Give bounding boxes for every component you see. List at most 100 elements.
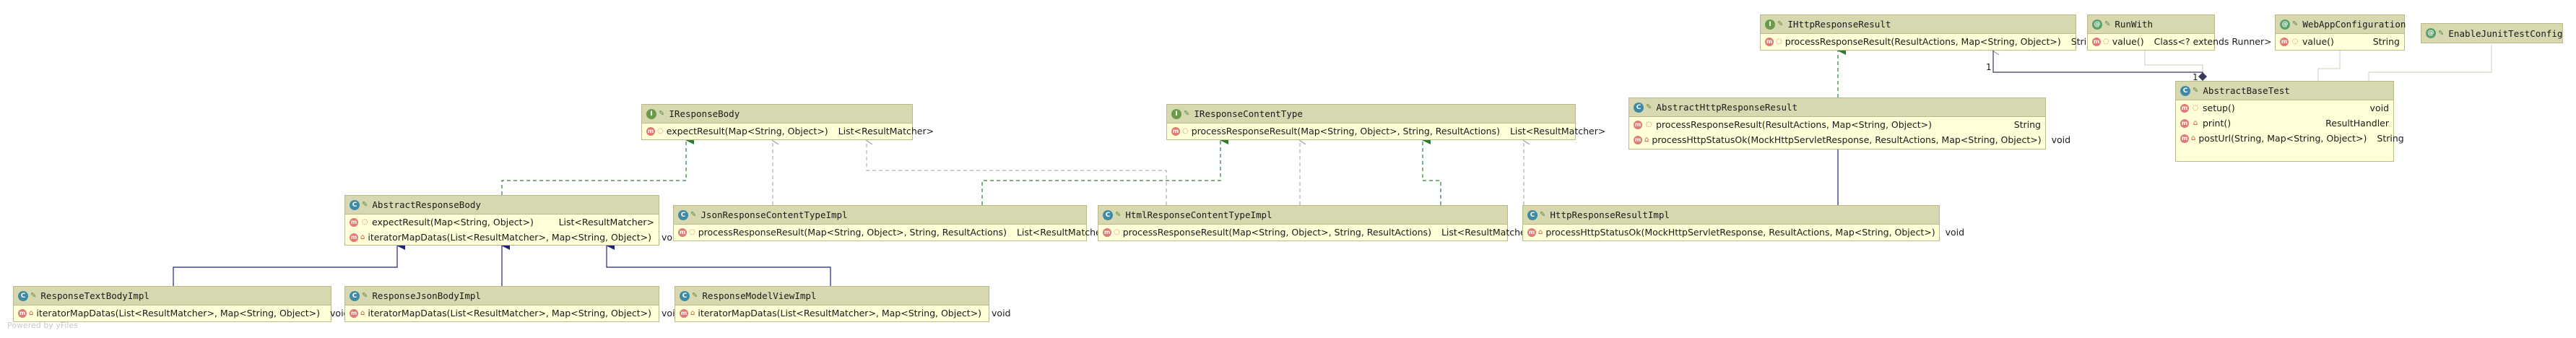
- method-return-type: void: [992, 308, 1011, 318]
- annotation-icon: @: [2280, 19, 2290, 30]
- method-row[interactable]: m◌ value() Class<? extends Runner>: [2088, 34, 2272, 49]
- class-jsonresponsecontenttypeimpl[interactable]: C ✎ JsonResponseContentTypeImpl m◌ proce…: [673, 205, 1112, 241]
- public-icon: ✎: [1540, 211, 1546, 219]
- annotation-webappconfiguration[interactable]: @ ✎ WebAppConfiguration m◌ value() Strin…: [2275, 14, 2406, 51]
- class-header: C ✎ ResponseModelViewImpl: [675, 287, 989, 306]
- method-signature: iteratorMapDatas(List<ResultMatcher>, Ma…: [368, 308, 652, 318]
- class-abstracthttpresponseresult[interactable]: C ✎ AbstractHttpResponseResult m◌ proces…: [1629, 98, 2070, 150]
- method-row[interactable]: m◌ processResponseResult(Map<String, Obj…: [674, 225, 1112, 240]
- class-title: IResponseBody: [669, 108, 740, 119]
- annotation-runwith[interactable]: @ ✎ RunWith m◌ value() Class<? extends R…: [2087, 14, 2272, 51]
- edge-absbase-depends-ihttp: [1993, 51, 2203, 81]
- class-responsetextbodyimpl[interactable]: C ✎ ResponseTextBodyImpl m⌂ iteratorMapD…: [13, 286, 349, 322]
- class-header: @ ✎ WebAppConfiguration: [2276, 15, 2406, 34]
- edge-absresp-implements-iresponsebody: [501, 136, 694, 195]
- method-icon: m: [1103, 228, 1111, 237]
- protected-method-icon: ⌂: [1644, 136, 1649, 144]
- class-responsemodelviewimpl[interactable]: C ✎ ResponseModelViewImpl m⌂ iteratorMap…: [675, 286, 1010, 322]
- abstract-icon: ◌: [1182, 127, 1189, 135]
- public-icon: ✎: [690, 211, 697, 219]
- class-ihttpresponseresult[interactable]: I ✎ IHttpResponseResult m◌ processRespon…: [1760, 14, 2098, 51]
- method-icon: m: [2180, 118, 2189, 128]
- method-row[interactable]: m◌ setup() void: [2176, 100, 2393, 116]
- method-row[interactable]: m◌ processResponseResult(Map<String, Obj…: [1167, 124, 1605, 139]
- method-row[interactable]: m◌ processResponseResult(ResultActions, …: [1761, 34, 2098, 49]
- class-header: C ✎ AbstractResponseBody: [345, 196, 659, 214]
- method-signature: expectResult(Map<String, Object>): [666, 126, 828, 136]
- method-return-type: String: [2377, 133, 2404, 144]
- edge-mvbody-extends-absresp: [606, 241, 831, 286]
- class-abstractresponsebody[interactable]: C ✎ AbstractResponseBody m◌ expectResult…: [344, 195, 680, 246]
- class-icon: C: [18, 290, 28, 301]
- class-httpresponseresultimpl[interactable]: C ✎ HttpResponseResultImpl m⌂ processHtt…: [1522, 205, 1964, 241]
- public-icon: ✎: [659, 110, 665, 118]
- method-icon: m: [1527, 228, 1536, 237]
- class-abstractbasetest[interactable]: C ✎ AbstractBaseTest m◌ setup() void m⌂ …: [2175, 81, 2404, 162]
- method-row[interactable]: m◌ expectResult(Map<String, Object>) Lis…: [345, 214, 659, 230]
- method-row[interactable]: m◌ expectResult(Map<String, Object>) Lis…: [642, 124, 934, 139]
- public-icon: ✎: [2292, 20, 2299, 28]
- method-signature: iteratorMapDatas(List<ResultMatcher>, Ma…: [368, 232, 652, 243]
- protected-method-icon: ⌂: [360, 309, 365, 317]
- method-row[interactable]: m⌂ iteratorMapDatas(List<ResultMatcher>,…: [345, 230, 680, 245]
- class-title: AbstractResponseBody: [372, 199, 481, 210]
- method-return-type: String: [2372, 36, 2400, 47]
- method-row[interactable]: m⌂ postUrl(String, Map<String, Object>) …: [2176, 131, 2404, 146]
- method-row[interactable]: m⌂ processHttpStatusOk(MockHttpServletRe…: [1629, 132, 2070, 147]
- public-icon: ✎: [1646, 103, 1652, 111]
- edge-htmlct-depends-iresponsebody: [867, 140, 1167, 205]
- method-signature: iteratorMapDatas(List<ResultMatcher>, Ma…: [36, 308, 321, 318]
- method-row[interactable]: m◌ processResponseResult(Map<String, Obj…: [1098, 225, 1537, 240]
- abstract-icon: ◌: [2103, 38, 2109, 46]
- method-return-type: String: [2013, 119, 2041, 130]
- method-return-type: List<ResultMatcher>: [1509, 126, 1606, 136]
- class-title: ResponseTextBodyImpl: [40, 290, 149, 301]
- public-method-icon: ◌: [1645, 121, 1652, 129]
- class-icon: C: [350, 290, 360, 301]
- method-icon: m: [2180, 103, 2189, 113]
- annotation-icon: @: [2092, 19, 2102, 30]
- method-signature: print(): [2203, 118, 2232, 129]
- method-signature: expectResult(Map<String, Object>): [372, 217, 534, 228]
- method-icon: m: [2180, 134, 2189, 143]
- edge-absbase-annotated-junit: [2368, 45, 2492, 81]
- method-row[interactable]: m⌂ iteratorMapDatas(List<ResultMatcher>,…: [14, 306, 349, 321]
- method-row[interactable]: m⌂ processHttpStatusOk(MockHttpServletRe…: [1523, 225, 1964, 240]
- protected-method-icon: ⌂: [29, 309, 34, 317]
- class-header: I ✎ IResponseContentType: [1167, 105, 1575, 124]
- class-title: HttpResponseResultImpl: [1550, 209, 1670, 220]
- method-row[interactable]: m⌂ iteratorMapDatas(List<ResultMatcher>,…: [675, 306, 1010, 321]
- interface-iresponsebody[interactable]: I ✎ IResponseBody m◌ expectResult(Map<St…: [641, 104, 934, 140]
- class-title: ResponseJsonBodyImpl: [372, 290, 481, 301]
- public-method-icon: ◌: [1114, 228, 1120, 236]
- method-icon: m: [2280, 37, 2289, 46]
- public-icon: ✎: [1184, 110, 1190, 118]
- method-icon: m: [2092, 37, 2101, 46]
- protected-method-icon: ⌂: [360, 233, 365, 241]
- method-row[interactable]: m⌂ iteratorMapDatas(List<ResultMatcher>,…: [345, 306, 680, 321]
- class-icon: C: [350, 199, 360, 210]
- method-signature: iteratorMapDatas(List<ResultMatcher>, Ma…: [698, 308, 982, 318]
- method-row[interactable]: m◌ value() String: [2276, 34, 2404, 49]
- class-icon: C: [678, 209, 688, 220]
- class-title: IHttpResponseResult: [1787, 19, 1891, 30]
- class-header: C ✎ ResponseTextBodyImpl: [14, 287, 331, 306]
- public-icon: ✎: [362, 201, 368, 209]
- method-signature: processHttpStatusOk(MockHttpServletRespo…: [1652, 134, 2042, 145]
- class-responsejsonbodyimpl[interactable]: C ✎ ResponseJsonBodyImpl m⌂ iteratorMapD…: [344, 286, 680, 322]
- method-icon: m: [18, 308, 27, 318]
- public-method-icon: ◌: [361, 218, 368, 226]
- class-htmlresponsecontenttypeimpl[interactable]: C ✎ HtmlResponseContentTypeImpl m◌ proce…: [1098, 205, 1537, 241]
- interface-iresponsecontenttype[interactable]: I ✎ IResponseContentType m◌ processRespo…: [1166, 104, 1605, 140]
- annotation-enablejunittestconfig[interactable]: @ ✎ EnableJunitTestConfig: [2421, 23, 2563, 43]
- method-signature: setup(): [2203, 103, 2235, 113]
- class-header: @ ✎ RunWith: [2088, 15, 2214, 34]
- method-row[interactable]: m◌ processResponseResult(ResultActions, …: [1629, 117, 2045, 132]
- class-header: C ✎ AbstractHttpResponseResult: [1629, 98, 2045, 117]
- class-title: AbstractHttpResponseResult: [1656, 102, 1798, 113]
- edge-absbase-annotated-webapp: [2317, 51, 2341, 81]
- method-row[interactable]: m⌂ print() ResultHandler: [2176, 116, 2393, 131]
- class-header: C ✎ AbstractBaseTest: [2176, 82, 2393, 100]
- method-return-type: void: [2051, 134, 2071, 145]
